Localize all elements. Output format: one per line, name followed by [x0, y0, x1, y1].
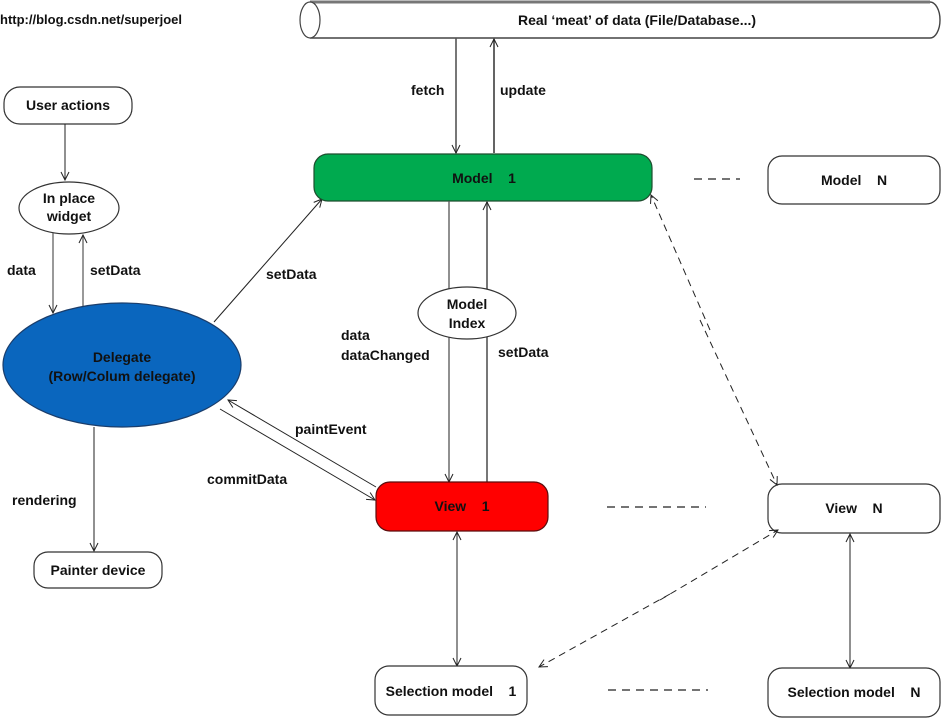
user-actions-node[interactable]: User actions: [3, 86, 133, 125]
viewn-selection1-link-b: [539, 593, 671, 667]
model-1-node[interactable]: Model 1: [313, 153, 653, 202]
widget-setdata-label: setData: [90, 262, 141, 278]
view-datachanged-label: dataChanged: [341, 347, 430, 363]
model-n-label: Model N: [821, 172, 887, 188]
paint-event-arrow: [228, 400, 377, 488]
in-place-widget-label-1: In place: [43, 190, 95, 206]
model-index-label-2: Index: [449, 315, 486, 331]
viewn-selection1-link-a: [659, 530, 778, 601]
blog-url-label: http://blog.csdn.net/superjoel: [0, 12, 182, 27]
widget-data-label: data: [7, 262, 36, 278]
model-index-label-1: Model: [447, 296, 487, 312]
model-1-label: Model 1: [452, 170, 516, 186]
view-1-node[interactable]: View 1: [375, 481, 549, 532]
model1-viewn-link-b: [699, 319, 777, 485]
commit-data-arrow: [219, 408, 375, 500]
selection-model-1-node[interactable]: Selection model 1: [374, 665, 528, 716]
data-store-label: Real ‘meat’ of data (File/Database...): [518, 12, 756, 28]
painter-device-node[interactable]: Painter device: [33, 551, 163, 589]
view-n-node[interactable]: View N: [767, 483, 941, 534]
data-store-cylinder[interactable]: Real ‘meat’ of data (File/Database...): [299, 0, 941, 39]
delegate-label-2: (Row/Colum delegate): [48, 368, 195, 384]
model-index-node[interactable]: Model Index: [417, 286, 517, 340]
view-data-label: data: [341, 327, 370, 343]
delegate-node[interactable]: Delegate (Row/Colum delegate): [2, 302, 242, 428]
in-place-widget-label-2: widget: [46, 208, 92, 224]
delegate-label-1: Delegate: [93, 349, 152, 365]
rendering-label: rendering: [12, 492, 77, 508]
fetch-label: fetch: [411, 82, 444, 98]
model1-viewn-link-a: [651, 195, 711, 331]
view-1-label: View 1: [435, 498, 490, 514]
selection-model-1-label: Selection model 1: [386, 683, 517, 699]
view-n-label: View N: [825, 500, 882, 516]
user-actions-label: User actions: [26, 97, 110, 113]
painter-device-label: Painter device: [51, 562, 146, 578]
selection-model-n-label: Selection model N: [787, 684, 920, 700]
paint-event-label: paintEvent: [295, 421, 367, 437]
commit-data-label: commitData: [207, 471, 287, 487]
in-place-widget-node[interactable]: In place widget: [18, 181, 120, 235]
update-label: update: [500, 82, 546, 98]
model-n-node[interactable]: Model N: [767, 155, 941, 205]
delegate-setdata-label: setData: [266, 266, 317, 282]
view-setdata-label: setData: [498, 344, 549, 360]
delegate-setdata-arrow: [213, 199, 322, 323]
selection-model-n-node[interactable]: Selection model N: [767, 667, 941, 718]
